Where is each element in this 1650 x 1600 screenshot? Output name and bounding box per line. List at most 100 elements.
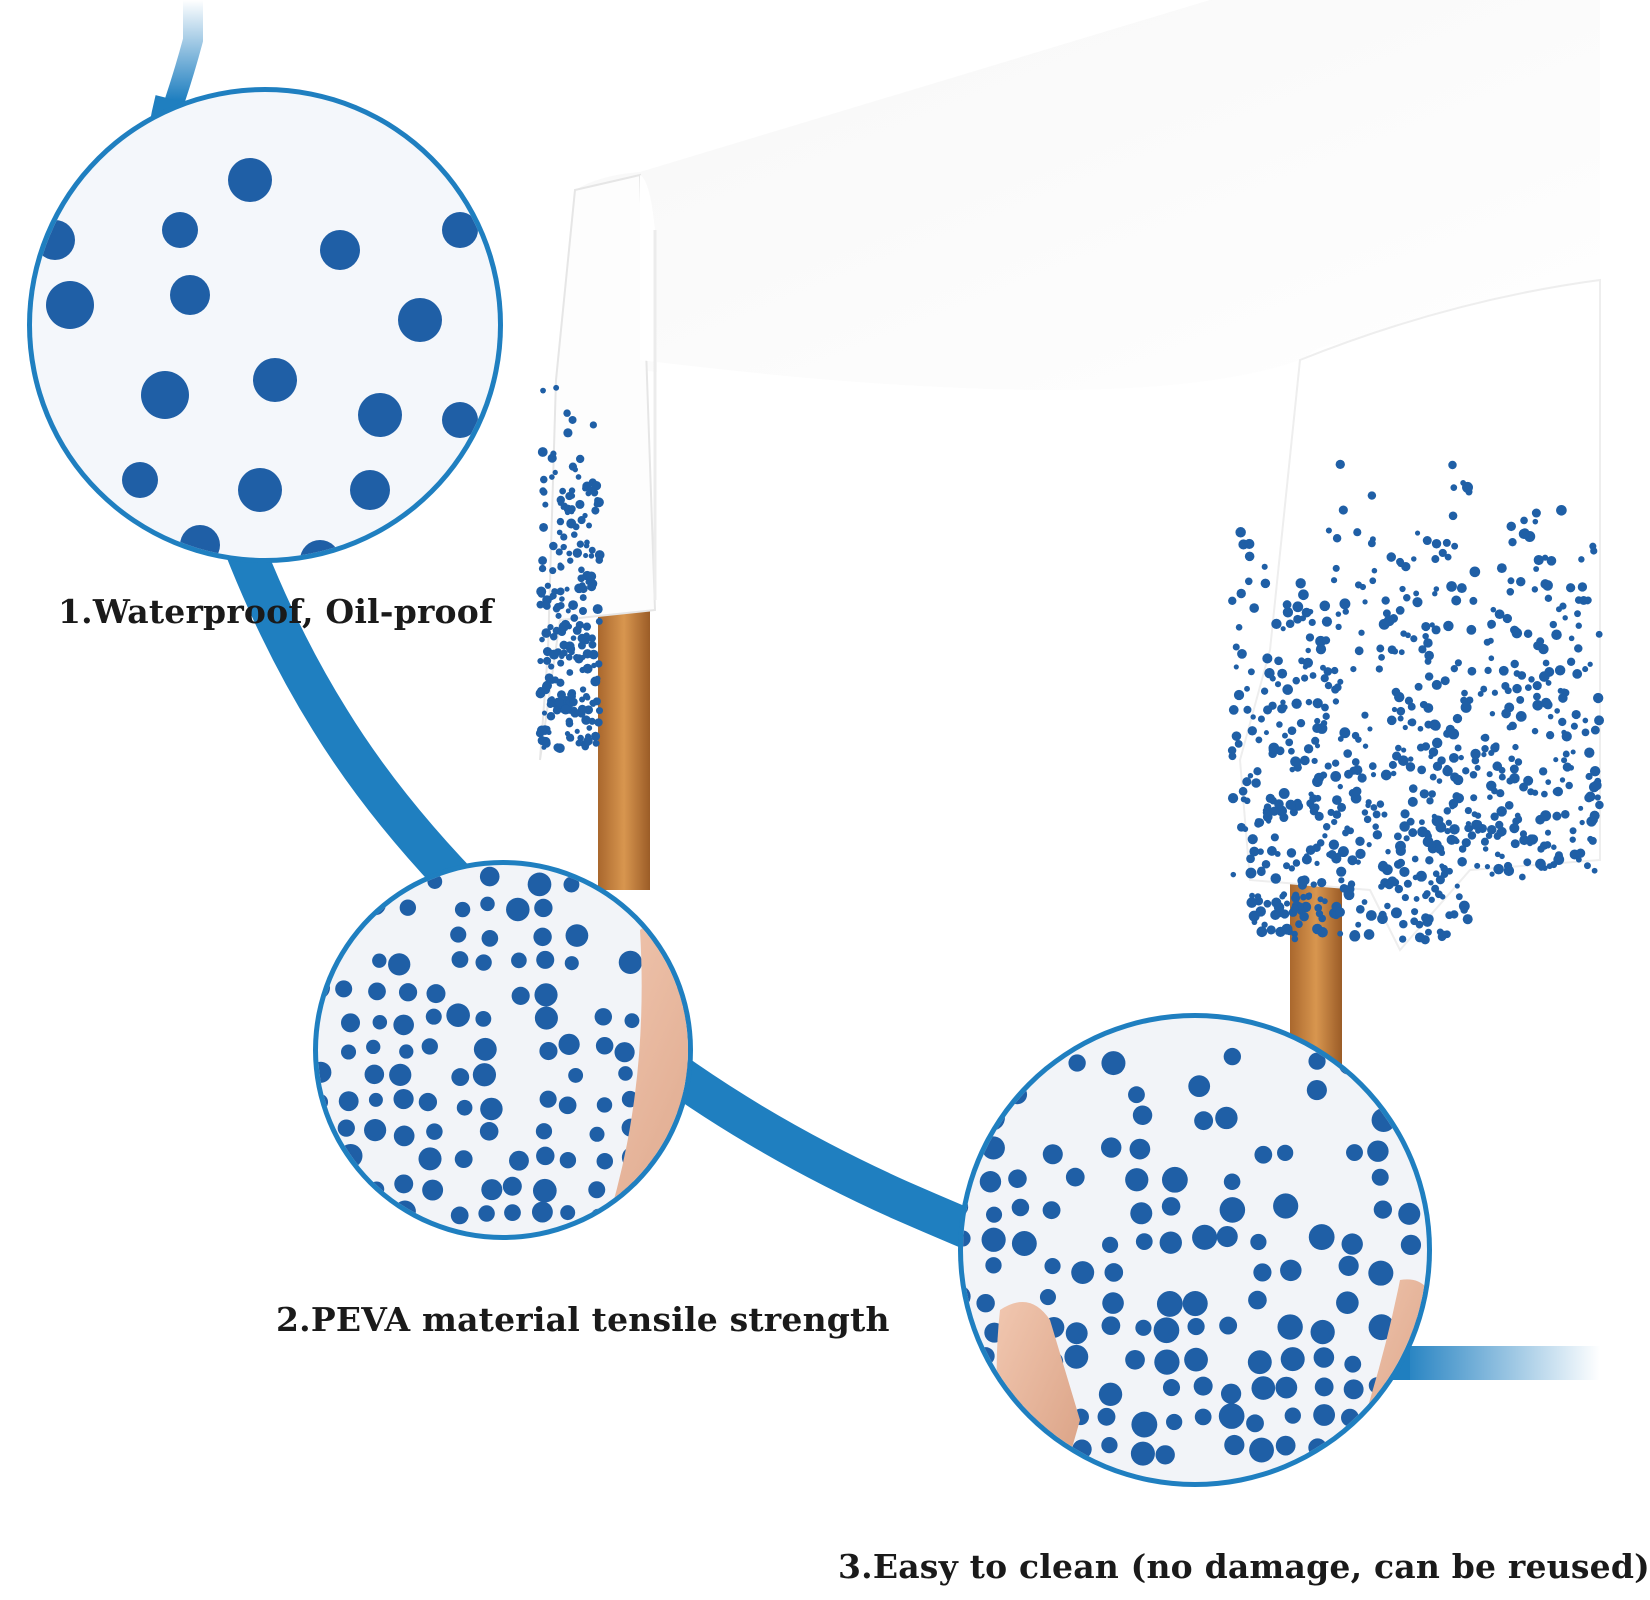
cloth-dot — [1431, 539, 1442, 549]
detail-dot — [1153, 1317, 1180, 1344]
cloth-dot — [1291, 935, 1299, 943]
cloth-dot — [1552, 787, 1561, 796]
detail-dot — [1343, 1379, 1364, 1400]
detail-dot — [338, 1091, 359, 1112]
cloth-dot — [1249, 846, 1260, 857]
detail-dot — [976, 1410, 1000, 1433]
cloth-dot — [1312, 843, 1321, 852]
cloth-dot — [570, 708, 580, 718]
detail-dot — [963, 1172, 966, 1194]
cloth-dot — [1480, 734, 1488, 742]
cloth-dot — [1291, 930, 1298, 938]
detail-dot — [1280, 1259, 1302, 1282]
detail-dot — [1132, 1105, 1153, 1125]
cloth-dot — [1314, 794, 1322, 802]
cloth-dot — [1508, 538, 1517, 547]
detail-dot — [963, 1381, 967, 1405]
cloth-dot — [1384, 902, 1391, 910]
detail-dot — [479, 866, 500, 887]
cloth-dot — [1462, 767, 1470, 775]
cloth-dot — [1254, 818, 1262, 825]
cloth-dot — [591, 481, 602, 491]
detail-dot — [1125, 1349, 1145, 1370]
cloth-dot — [1545, 779, 1552, 785]
detail-dot — [1101, 1316, 1121, 1336]
cloth-dot — [1538, 767, 1548, 776]
detail-dot — [399, 1044, 414, 1059]
cloth-dot — [1490, 812, 1499, 821]
cloth-dot — [557, 659, 565, 667]
cloth-dot — [579, 584, 588, 594]
cloth-dot — [1456, 583, 1467, 594]
detail-dot — [1219, 1316, 1238, 1335]
cloth-dot — [1523, 858, 1532, 867]
cloth-dot — [549, 649, 560, 660]
cloth-dot — [1480, 685, 1488, 693]
cloth-dot — [547, 624, 554, 631]
cloth-dot — [1322, 823, 1331, 831]
cloth-dot — [582, 663, 593, 674]
detail-dot — [981, 1227, 1006, 1252]
detail-dot — [318, 1120, 327, 1136]
cloth-dot — [1413, 590, 1420, 597]
cloth-dot — [1305, 698, 1313, 706]
detail-dot — [475, 954, 492, 971]
cloth-dot — [1558, 717, 1567, 727]
cloth-dot — [1585, 772, 1593, 781]
cloth-dot — [1283, 900, 1291, 907]
detail-dot — [1130, 1202, 1153, 1225]
detail-dot — [1182, 1291, 1208, 1317]
cloth-dot — [1320, 719, 1328, 727]
detail-dot — [1368, 1260, 1394, 1286]
cloth-dot — [1254, 893, 1262, 900]
detail-dot — [1277, 1144, 1294, 1162]
detail-dot — [1161, 1166, 1188, 1193]
cloth-dot — [1261, 921, 1268, 928]
cloth-dot — [1268, 742, 1280, 754]
cloth-dot — [1422, 916, 1433, 927]
cloth-dot — [540, 475, 548, 484]
cloth-dot — [1454, 744, 1462, 752]
cloth-dot — [1486, 780, 1497, 791]
cloth-dot — [553, 603, 562, 611]
cloth-dot — [578, 566, 585, 574]
cloth-dot — [1261, 859, 1271, 869]
cloth-dot — [1540, 810, 1552, 822]
cloth-dot — [1486, 771, 1493, 778]
cloth-dot — [1589, 810, 1600, 821]
cloth-dot — [583, 632, 590, 640]
cloth-dot — [1367, 539, 1376, 548]
cloth-dot — [1347, 855, 1358, 866]
detail-dot — [532, 1178, 557, 1203]
cloth-dot — [1256, 867, 1266, 877]
cloth-dot — [1330, 577, 1338, 584]
cloth-dot — [1514, 758, 1523, 766]
detail-dot — [976, 1053, 995, 1073]
cloth-dot — [1355, 836, 1365, 846]
cloth-dot — [1450, 665, 1459, 673]
detail-dot — [534, 1006, 558, 1030]
cloth-dot — [1408, 784, 1418, 793]
detail-dot — [1218, 1403, 1245, 1429]
cloth-dot — [1249, 603, 1260, 613]
detail-dot — [1254, 1145, 1273, 1164]
cloth-dot — [1372, 810, 1381, 819]
cloth-dot — [1417, 826, 1428, 838]
cloth-dot — [1582, 717, 1589, 724]
cloth-dot — [1312, 698, 1323, 709]
detail-dot — [446, 1003, 470, 1028]
cloth-dot — [1232, 643, 1240, 651]
detail-dot — [588, 1181, 606, 1199]
cloth-dot — [568, 487, 576, 494]
detail-dot — [1194, 1111, 1214, 1131]
cloth-dot — [1324, 762, 1332, 770]
cloth-dot — [1242, 777, 1252, 787]
cloth-dot — [1385, 848, 1391, 855]
cloth-dot — [1247, 773, 1254, 779]
cloth-dot — [1533, 566, 1540, 572]
cloth-dot — [1268, 701, 1277, 710]
cloth-dot — [1288, 747, 1295, 755]
cloth-dot — [1421, 621, 1431, 632]
cloth-dot — [1378, 618, 1390, 630]
detail-dot — [1187, 1317, 1205, 1336]
